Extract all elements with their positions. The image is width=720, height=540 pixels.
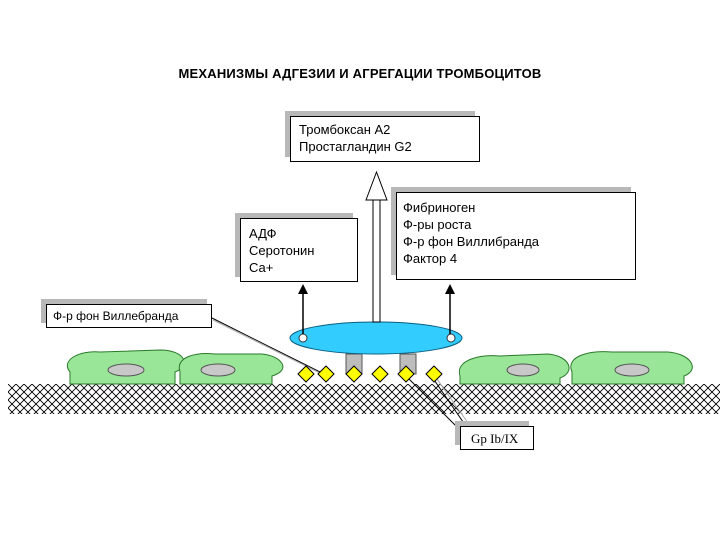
receptor-diamond-icon <box>372 366 388 382</box>
arrow-up-icon <box>445 284 455 334</box>
platelet-icon <box>290 322 462 354</box>
fibrinogen-box: Фибриноген Ф-ры роста Ф-р фон Виллибранд… <box>396 192 636 280</box>
adp-box: АДФ Серотонин Са+ <box>240 218 358 282</box>
endothelial-cell-icon <box>571 352 693 384</box>
subendothelium-layer <box>8 384 720 414</box>
box-line: Серотонин <box>249 242 357 259</box>
platelet-granule <box>299 334 307 342</box>
endothelial-cell-icon <box>67 350 184 384</box>
box-line: Простагландин G2 <box>299 138 479 155</box>
box-line: Ф-р фон Виллебранда <box>53 308 211 325</box>
box-line: Са+ <box>249 259 357 276</box>
box-line: Фибриноген <box>403 199 635 216</box>
diagram-title: МЕХАНИЗМЫ АДГЕЗИИ И АГРЕГАЦИИ ТРОМБОЦИТО… <box>0 66 720 81</box>
box-line: АДФ <box>249 225 357 242</box>
arrow-up-icon <box>298 284 308 334</box>
vwf-box: Ф-р фон Виллебранда <box>46 304 212 328</box>
thromboxane-box: Тромбоксан А2 Простагландин G2 <box>290 116 480 162</box>
receptor-diamond-icon <box>318 366 334 382</box>
box-line: Фактор 4 <box>403 250 635 267</box>
gp-box: Gp Ib/IX <box>460 426 534 450</box>
box-line: Ф-р фон Виллибранда <box>403 233 635 250</box>
box-line: Gp Ib/IX <box>471 430 533 447</box>
receptor-diamond-icon <box>426 366 442 382</box>
endothelial-cell-icon <box>459 354 569 384</box>
endothelial-cell-icon <box>179 354 283 384</box>
box-line: Тромбоксан А2 <box>299 121 479 138</box>
platelet-granule <box>447 334 455 342</box>
box-line: Ф-ры роста <box>403 216 635 233</box>
arrow-up-icon <box>366 172 387 322</box>
